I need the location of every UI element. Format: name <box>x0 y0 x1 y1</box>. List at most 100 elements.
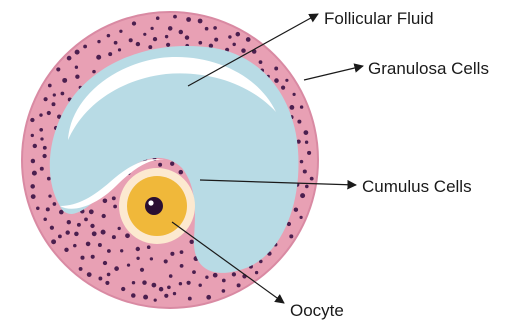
granulosa-cell-dot <box>166 43 170 47</box>
granulosa-cell-dot <box>154 298 157 301</box>
granulosa-cell-dot <box>158 163 162 167</box>
granulosa-cell-dot <box>188 297 192 301</box>
granulosa-cell-dot <box>84 218 88 222</box>
granulosa-cell-dot <box>132 21 136 25</box>
granulosa-cell-dot <box>131 293 136 298</box>
granulosa-cell-dot <box>136 257 139 260</box>
granulosa-cell-dot <box>136 42 140 46</box>
granulosa-cell-dot <box>50 226 54 230</box>
granulosa-cell-dot <box>114 266 119 271</box>
granulosa-cell-dot <box>179 30 183 34</box>
granulosa-cell-dot <box>31 159 35 163</box>
granulosa-cell-dot <box>30 118 34 122</box>
granulosa-cell-dot <box>173 292 176 295</box>
granulosa-cell-dot <box>96 55 101 60</box>
granulosa-cell-dot <box>31 194 36 199</box>
granulosa-cell-dot <box>164 259 168 263</box>
granulosa-cell-dot <box>310 177 314 181</box>
granulosa-cell-dot <box>150 257 153 260</box>
granulosa-cell-dot <box>140 268 144 272</box>
granulosa-cell-dot <box>32 171 37 176</box>
granulosa-cells-leader <box>304 66 363 80</box>
granulosa-cell-dot <box>58 234 62 238</box>
granulosa-cell-dot <box>46 207 50 211</box>
oocyte-nucleolus <box>148 200 153 205</box>
granulosa-cell-dot <box>232 43 235 46</box>
oocyte-label: Oocyte <box>290 301 344 320</box>
granulosa-cell-dot <box>107 34 111 38</box>
granulosa-cell-dot <box>186 17 191 22</box>
granulosa-cell-dot <box>47 177 51 181</box>
granulosa-cell-dot <box>74 232 79 237</box>
granulosa-cell-dot <box>241 48 246 53</box>
granulosa-cell-dot <box>294 207 298 211</box>
granulosa-cell-dot <box>112 196 116 200</box>
granulosa-cell-dot <box>67 220 71 224</box>
granulosa-cell-dot <box>31 134 34 137</box>
granulosa-cell-dot <box>167 285 171 289</box>
follicular-fluid-label: Follicular Fluid <box>324 9 434 28</box>
granulosa-cell-dot <box>56 67 60 71</box>
granulosa-cell-dot <box>148 45 152 49</box>
granulosa-cell-dot <box>42 154 46 158</box>
granulosa-cell-dot <box>30 184 35 189</box>
granulosa-cell-dot <box>39 113 42 116</box>
granulosa-cell-dot <box>73 244 77 248</box>
granulosa-cell-dot <box>79 267 83 271</box>
granulosa-cell-dot <box>198 41 202 45</box>
granulosa-cell-dot <box>61 92 65 96</box>
granulosa-cell-dot <box>77 223 81 227</box>
granulosa-cell-dot <box>300 160 304 164</box>
granulosa-cell-dot <box>297 120 301 124</box>
granulosa-cell-dot <box>52 102 56 106</box>
granulosa-cell-dot <box>300 193 305 198</box>
granulosa-cell-dot <box>89 209 94 214</box>
granulosa-cell-dot <box>236 32 241 37</box>
granulosa-cell-dot <box>114 41 118 45</box>
granulosa-cell-dot <box>152 283 157 288</box>
oocyte-nucleus <box>145 197 163 215</box>
granulosa-cell-dot <box>213 26 217 30</box>
granulosa-cell-dot <box>255 271 258 274</box>
granulosa-cell-dot <box>228 35 231 38</box>
granulosa-cell-dot <box>39 128 43 132</box>
granulosa-cell-dot <box>40 167 44 171</box>
granulosa-cell-dot <box>80 256 84 260</box>
granulosa-cell-dot <box>246 37 251 42</box>
granulosa-cell-dot <box>170 162 174 166</box>
granulosa-cell-dot <box>103 261 107 265</box>
granulosa-cell-dot <box>299 216 302 219</box>
granulosa-cell-dot <box>232 272 236 276</box>
granulosa-cell-dot <box>92 70 96 74</box>
cumulus-cells-label: Cumulus Cells <box>362 177 472 196</box>
granulosa-cell-dot <box>293 93 296 96</box>
granulosa-cell-dot <box>86 242 91 247</box>
granulosa-cell-dot <box>53 202 57 206</box>
granulosa-cell-dot <box>105 281 109 285</box>
granulosa-cell-dot <box>91 255 95 259</box>
granulosa-cell-dot <box>213 273 218 278</box>
granulosa-cell-dot <box>48 194 51 197</box>
granulosa-cell-dot <box>300 105 303 108</box>
granulosa-cell-dot <box>113 205 117 209</box>
granulosa-cell-dot <box>274 78 279 83</box>
granulosa-cell-dot <box>33 144 37 148</box>
granulosa-cell-dot <box>136 247 140 251</box>
granulosa-cell-dot <box>179 170 184 175</box>
granulosa-cell-dot <box>180 250 184 254</box>
granulosa-cell-dot <box>168 26 173 31</box>
granulosa-cell-dot <box>156 16 160 20</box>
granulosa-cell-dot <box>66 230 70 234</box>
granulosa-cell-dot <box>185 35 189 39</box>
granulosa-cell-dot <box>43 146 47 150</box>
granulosa-cell-dot <box>103 199 108 204</box>
granulosa-cell-dot <box>289 234 293 238</box>
granulosa-cell-dot <box>53 93 56 96</box>
granulosa-cell-dot <box>40 137 43 140</box>
granulosa-cell-dot <box>47 111 51 115</box>
granulosa-cell-dot <box>62 78 67 83</box>
granulosa-cell-dot <box>142 280 147 285</box>
granulosa-cell-dot <box>222 289 226 293</box>
granulosa-cell-dot <box>75 75 79 79</box>
